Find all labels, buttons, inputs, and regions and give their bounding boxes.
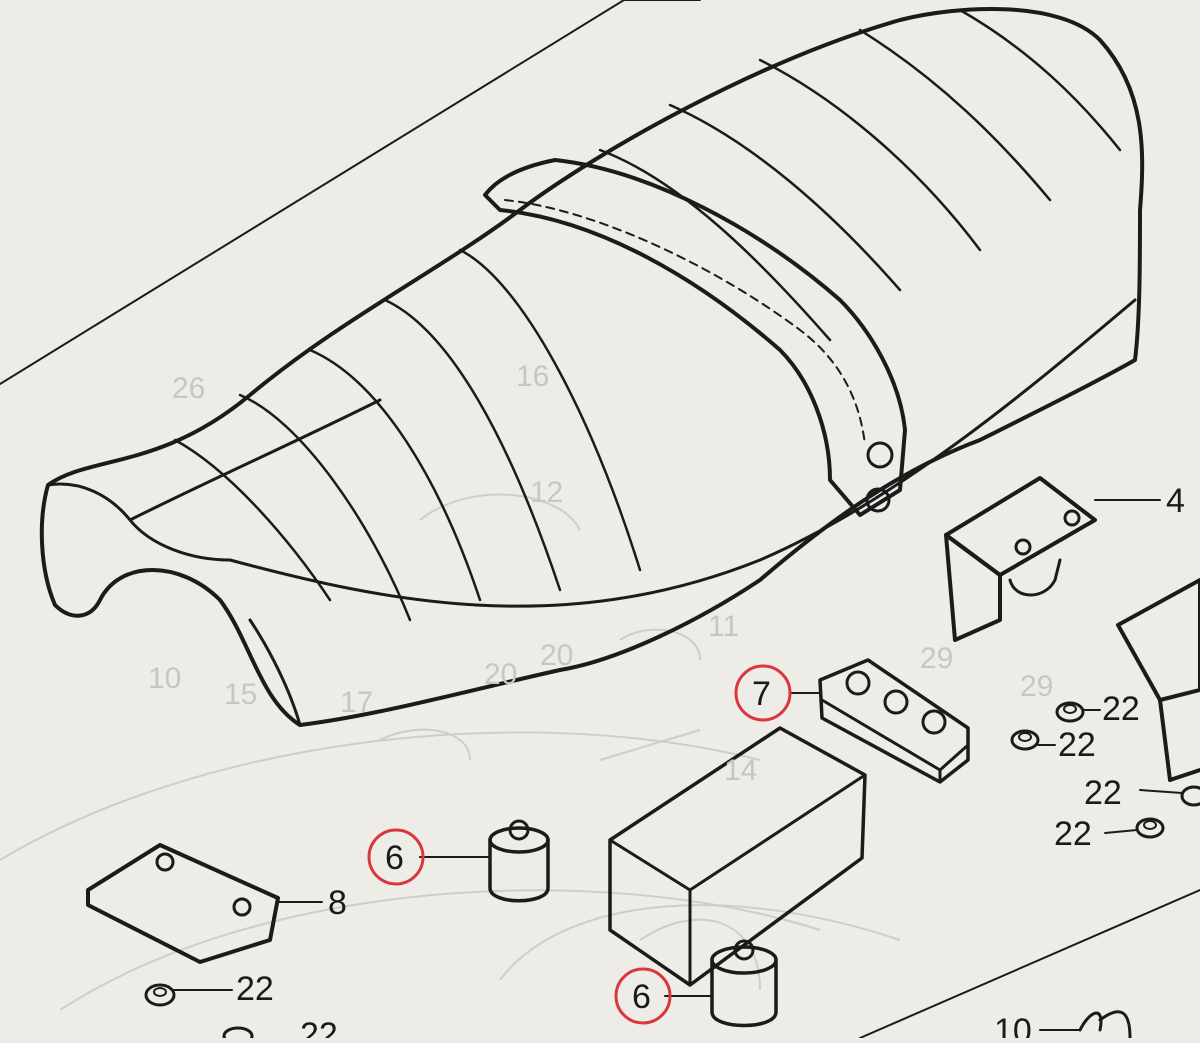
ghost-label: 20: [484, 658, 517, 691]
ghost-label: 16: [516, 360, 549, 393]
callout-22-e: 22: [236, 970, 274, 1008]
ghost-label: 29: [1020, 670, 1053, 703]
foam-pad: [608, 726, 867, 987]
callout-22-c: 22: [1084, 774, 1122, 812]
callout-6-lower: 6: [632, 978, 651, 1016]
highlight-circle-6-upper: [367, 828, 425, 886]
rubber-mount-part-6-lower: [710, 939, 778, 1028]
nut-22-f: [222, 1026, 254, 1043]
bracket-right-edge: [1116, 578, 1200, 782]
bracket-part-4: [944, 476, 1097, 642]
nut-22-d: [1135, 817, 1165, 839]
callout-10: 10: [994, 1012, 1032, 1038]
highlight-circle-7: [734, 664, 792, 722]
ghost-label: 26: [172, 372, 205, 405]
ghost-label: 15: [224, 678, 257, 711]
callout-labels: 4 7 6 6 8 22 22 22 22 22 22 10: [236, 482, 1185, 1043]
nut-group-22: [144, 701, 1200, 1043]
callout-8: 8: [328, 884, 347, 922]
callout-22-b: 22: [1058, 726, 1096, 764]
callout-22-d: 22: [1054, 815, 1092, 853]
callout-6-upper: 6: [385, 839, 404, 877]
rubber-mount-part-6-upper: [488, 819, 550, 903]
nut-22-a: [1055, 701, 1085, 723]
seat-assembly: [39, 7, 1145, 727]
seat-outline: [39, 7, 1145, 727]
callout-22-f: 22: [300, 1016, 338, 1038]
ghost-label: 11: [708, 610, 739, 643]
ghost-label: 10: [148, 662, 181, 695]
seat-strap: [483, 158, 907, 517]
callout-22-a: 22: [1102, 690, 1140, 728]
nut-22-e: [144, 983, 176, 1007]
ghost-labels: 26 16 12 11 20 20 17 15 10 29 29 14: [148, 360, 1053, 787]
nut-22-b: [1010, 729, 1040, 751]
highlight-circles: [367, 664, 792, 1025]
ghost-label: 12: [530, 476, 563, 509]
clip-part-10: [1078, 1010, 1132, 1040]
nut-22-c: [1180, 785, 1200, 807]
highlight-circle-6-lower: [614, 967, 672, 1025]
ghost-label: 17: [340, 686, 373, 719]
ghost-label: 29: [920, 642, 953, 675]
callout-7: 7: [752, 675, 771, 713]
callout-4: 4: [1166, 482, 1185, 520]
plate-part-8: [86, 843, 280, 964]
ghost-label: 14: [724, 754, 757, 787]
rubber-block-part-7: [818, 658, 970, 784]
ghost-label: 20: [540, 639, 573, 672]
